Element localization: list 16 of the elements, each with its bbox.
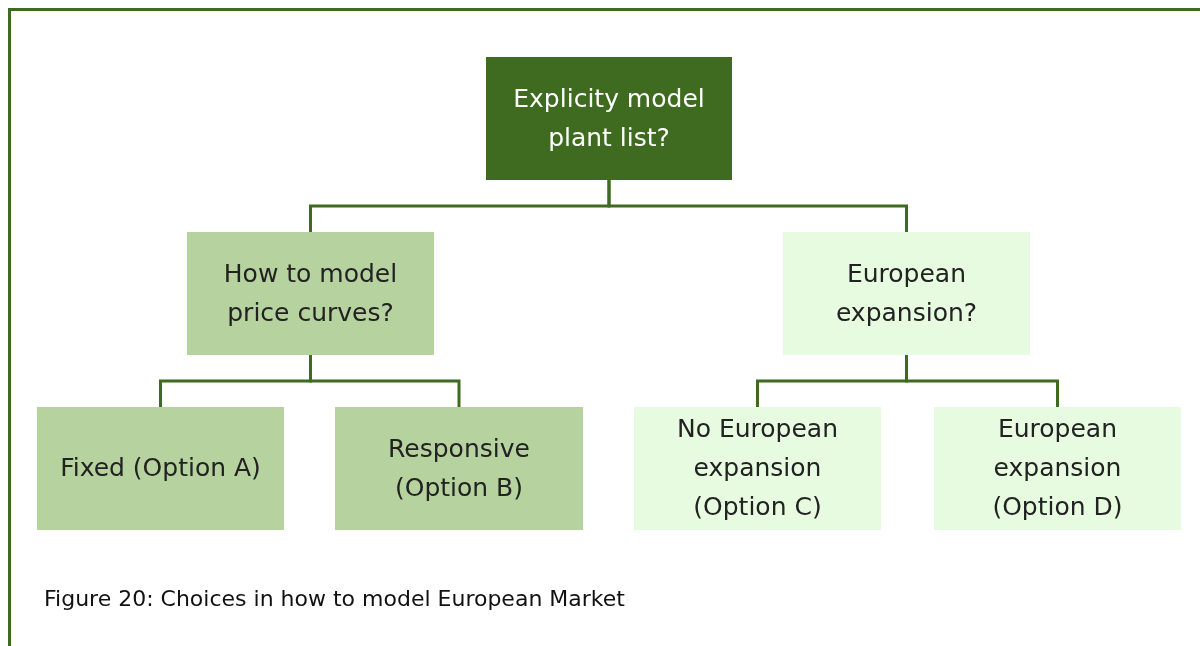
box-text: Fixed (Option A)	[60, 452, 261, 485]
tree-connector	[607, 180, 908, 232]
decision-box	[37, 407, 284, 530]
box-text: How to model price curves?	[222, 257, 399, 329]
decision-box	[634, 407, 881, 530]
box-text: European expansion?	[834, 257, 979, 329]
decision-box	[335, 407, 583, 530]
decision-box	[934, 407, 1181, 530]
box-text: European expansion (Option D)	[991, 413, 1124, 523]
box-text: Responsive (Option B)	[387, 432, 531, 504]
decision-box	[187, 232, 434, 355]
box-text: No European expansion (Option C)	[676, 413, 839, 523]
decision-box	[783, 232, 1030, 355]
figure-caption: Figure 20: Choices in how to model European Market	[44, 586, 625, 611]
decision-box	[486, 57, 732, 180]
box-text: Explicity model plant list?	[512, 82, 706, 154]
